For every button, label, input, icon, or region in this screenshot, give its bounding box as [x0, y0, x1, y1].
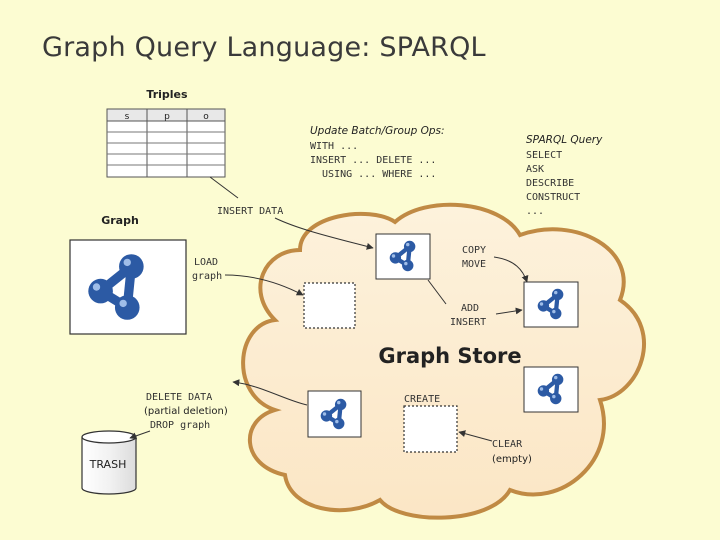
slide-title: Graph Query Language: SPARQL	[42, 32, 486, 63]
triples-col-s: s	[125, 112, 130, 122]
trash-can-icon	[81, 430, 137, 495]
triples-col-p: p	[164, 112, 170, 122]
triples-connector	[209, 176, 239, 199]
store-graph-copy	[523, 281, 579, 328]
large-graph-box	[69, 239, 187, 335]
delete-data-label: DELETE DATA	[146, 392, 212, 403]
drop-arrow	[129, 430, 151, 440]
load-label-2: graph	[192, 271, 222, 282]
move-label: MOVE	[462, 259, 486, 270]
update-ops-line-2: INSERT ... DELETE ...	[310, 155, 436, 166]
triples-table: s p o	[106, 108, 226, 178]
sparql-ask: ASK	[526, 164, 544, 175]
sparql-describe: DESCRIBE	[526, 178, 574, 189]
store-graph-1	[375, 233, 431, 280]
graph-store-title: Graph Store	[378, 344, 521, 368]
graph-heading: Graph	[101, 214, 139, 227]
load-label-1: LOAD	[194, 257, 218, 268]
update-ops-line-1: WITH ...	[310, 141, 358, 152]
load-arrow	[224, 274, 304, 296]
insert-label: INSERT	[450, 317, 486, 328]
create-label: CREATE	[404, 394, 440, 405]
store-graph-deleted	[307, 390, 362, 438]
update-ops-line-3: USING ... WHERE ...	[310, 169, 436, 180]
store-loaded-empty	[303, 282, 356, 329]
add-label: ADD	[461, 303, 479, 314]
clear-arrow	[458, 430, 493, 442]
triples-col-o: o	[203, 112, 209, 122]
insert-data-arrow	[274, 217, 374, 250]
copy-arrow	[493, 256, 529, 283]
store-created-empty	[403, 405, 458, 453]
sparql-construct: CONSTRUCT	[526, 192, 580, 203]
drop-graph-label: DROP graph	[150, 420, 210, 431]
trash-label: TRASH	[89, 458, 127, 471]
store-graph-3	[523, 366, 579, 413]
sparql-query-heading: SPARQL Query	[526, 134, 603, 146]
copy-label: COPY	[462, 245, 486, 256]
triples-heading: Triples	[146, 88, 188, 101]
clear-empty-label: (empty)	[492, 454, 532, 465]
partial-deletion-label: (partial deletion)	[144, 406, 228, 417]
add-arrow	[495, 307, 523, 315]
sparql-more: ...	[526, 206, 544, 217]
sparql-select: SELECT	[526, 150, 562, 161]
delete-arrow	[232, 379, 308, 406]
update-ops-heading: Update Batch/Group Ops:	[310, 125, 445, 137]
insert-data-label: INSERT DATA	[217, 206, 283, 217]
clear-label: CLEAR	[492, 439, 523, 450]
add-connector	[427, 279, 447, 305]
